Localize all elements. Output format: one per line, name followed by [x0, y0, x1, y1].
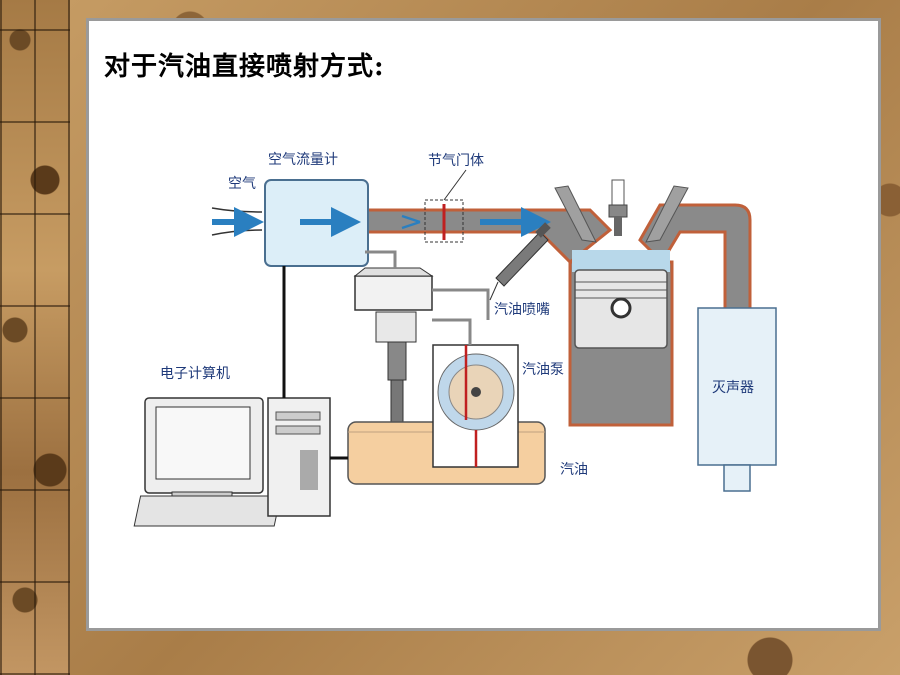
valves [554, 185, 689, 243]
wood-texture-left-strip [0, 0, 70, 675]
exhaust-pipe [638, 203, 752, 312]
label-throttle-body: 节气门体 [428, 153, 484, 169]
label-ecu: 电子计算机 [160, 366, 230, 382]
label-air-flow-meter: 空气流量计 [268, 152, 338, 168]
muffler [697, 307, 777, 492]
label-muffler: 灭声器 [712, 380, 754, 396]
throttle-body [424, 169, 467, 243]
control-wires [282, 266, 348, 460]
fuel-lines [365, 250, 490, 345]
label-air: 空气 [228, 176, 256, 192]
label-fuel-pump: 汽油泵 [522, 362, 564, 378]
piston [574, 269, 668, 349]
air-flow-arrows [211, 207, 551, 237]
label-fuel: 汽油 [560, 462, 588, 478]
fuel-injector [489, 222, 551, 301]
label-injector: 汽油喷嘴 [494, 302, 550, 318]
fuel-pump [432, 344, 519, 468]
slide-title: 对于汽油直接喷射方式: [104, 52, 385, 82]
spark-plug [608, 179, 628, 236]
computer [133, 397, 331, 527]
